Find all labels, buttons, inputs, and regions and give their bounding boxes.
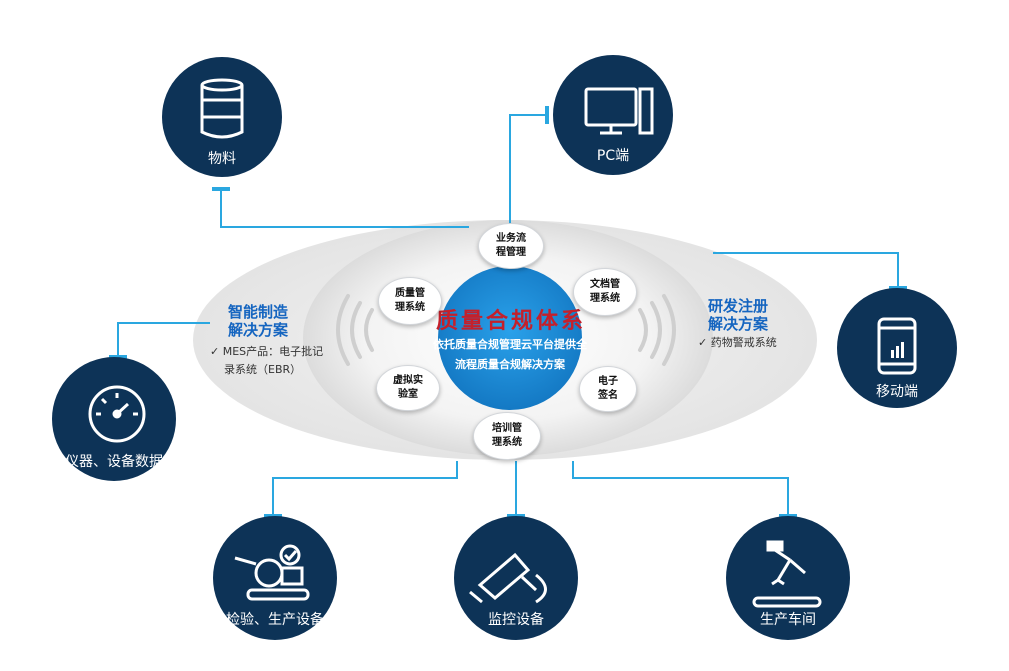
node-monitoring: 监控设备 (454, 516, 578, 640)
node-mobile: 移动端 (837, 288, 957, 408)
node-mobile-label: 移动端 (876, 384, 918, 400)
left-panel-title-line2: 解决方案 (228, 321, 289, 339)
bubble-document-management: 文档管理系统 (573, 268, 637, 316)
node-instrument: 仪器、设备数据 (52, 357, 176, 481)
bubble-business-process: 业务流程管理 (478, 223, 544, 269)
bubble-line: 培训管 (492, 423, 522, 434)
node-pc-label: PC端 (596, 148, 630, 164)
left-panel-item-line1: ✓ MES产品：电子批记 (210, 345, 324, 358)
bubble-line: 程管理 (496, 247, 526, 258)
right-signal-arcs (638, 294, 676, 366)
node-material-label: 物料 (208, 151, 236, 167)
node-monitoring-label: 监控设备 (488, 612, 544, 628)
bubble-quality-management: 质量管理系统 (378, 277, 442, 325)
center-subtitle-line2: 流程质量合规解决方案 (455, 358, 565, 371)
bubble-line: 理系统 (492, 437, 522, 448)
right-panel-item-line1: ✓ 药物警戒系统 (698, 336, 777, 349)
bubble-line: 文档管 (590, 279, 620, 290)
bubble-line: 理系统 (395, 302, 425, 313)
bubble-line: 电子 (598, 376, 618, 387)
left-signal-arcs (336, 294, 374, 366)
bubble-line: 签名 (598, 390, 618, 401)
bubble-line: 质量管 (395, 288, 425, 299)
bubble-line: 理系统 (590, 293, 620, 304)
center-subtitle-line1: 依托质量合规管理云平台提供全 (433, 338, 587, 351)
bubble-line: 业务流 (496, 233, 526, 244)
bubble-training-management: 培训管理系统 (473, 412, 541, 460)
node-workshop: 生产车间 (726, 516, 850, 640)
bubble-line: 虚拟实 (393, 375, 423, 386)
left-panel-item-line2: 录系统（EBR） (224, 363, 302, 376)
center-circle (438, 266, 582, 410)
node-material: 物料 (162, 57, 282, 177)
node-workshop-label: 生产车间 (760, 612, 816, 628)
center-title: 质量合规体系 (436, 308, 587, 334)
bubble-virtual-lab: 虚拟实验室 (376, 365, 440, 411)
node-inspection: 检验、生产设备 (213, 516, 337, 640)
bubble-e-signature: 电子签名 (579, 366, 637, 412)
right-panel-title-line2: 解决方案 (708, 315, 769, 333)
node-pc: PC端 (553, 55, 673, 175)
right-panel-title-line1: 研发注册 (708, 297, 769, 315)
node-instrument-label: 仪器、设备数据 (65, 454, 163, 470)
left-panel-title-line1: 智能制造 (228, 303, 289, 321)
bubble-line: 验室 (398, 389, 418, 400)
node-inspection-label: 检验、生产设备 (226, 612, 324, 628)
